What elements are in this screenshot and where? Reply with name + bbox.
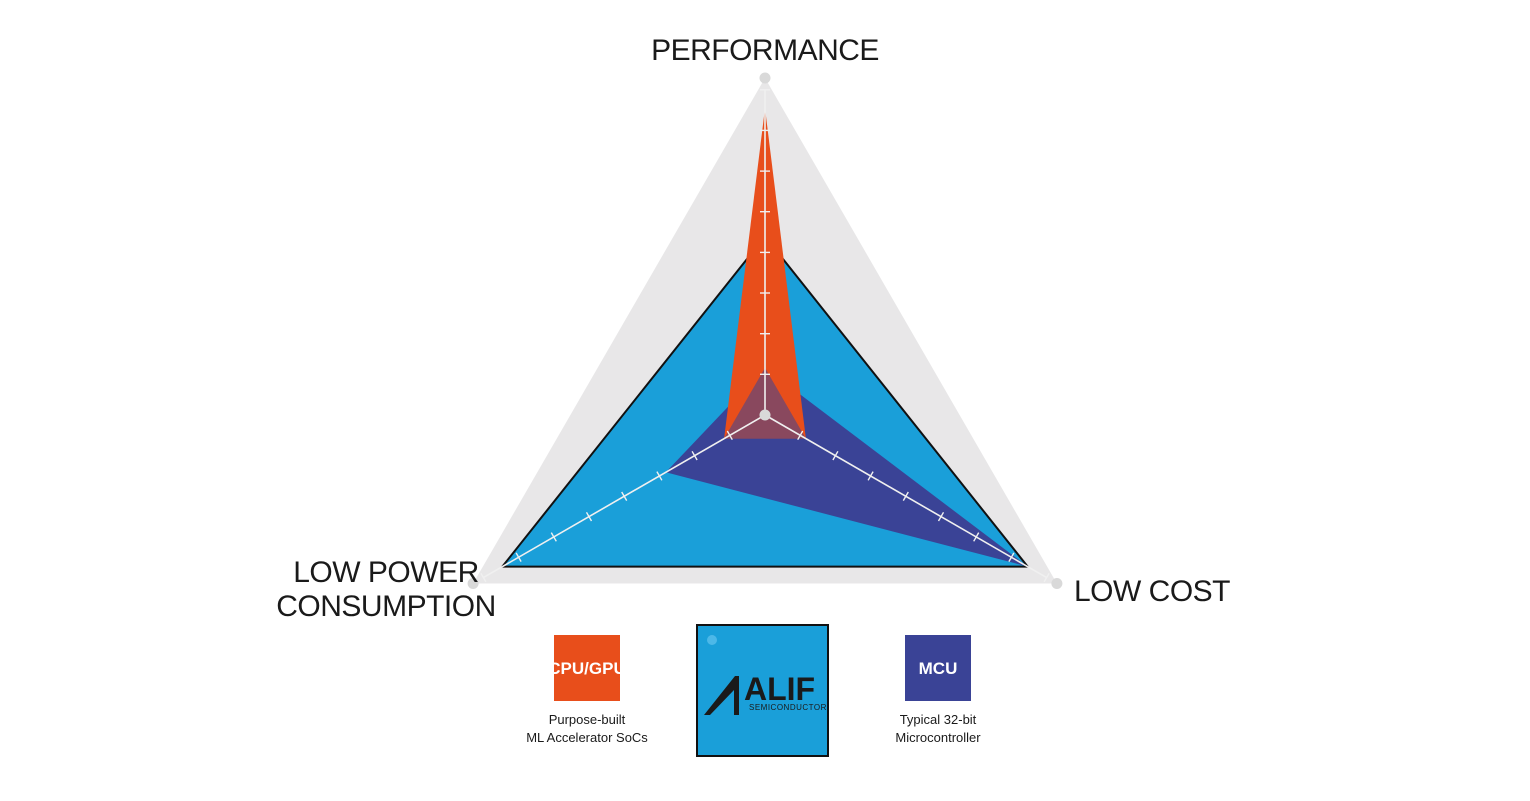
axis-tick-low-power-8 (480, 572, 487, 583)
axis-tick-low-cost-7 (1008, 552, 1015, 562)
axis-tick-low-power-7 (515, 552, 522, 562)
axis-tick-low-power-5 (585, 511, 593, 522)
legend-caption-cpu-gpu-line1: Purpose-built (549, 712, 626, 727)
axis-endpoint-dot-low-power (467, 578, 479, 589)
legend-caption-mcu-line1: Typical 32-bit (900, 712, 977, 727)
legend-item-mcu: MCU Typical 32-bit Microcontroller (895, 635, 981, 745)
axis-label-low-cost: LOW COST (1074, 575, 1230, 608)
axis-tick-low-cost-5 (937, 511, 945, 522)
axis-tick-low-cost-4 (902, 491, 909, 501)
axis-tick-low-power-2 (691, 450, 698, 461)
alif-logo-subtext: SEMICONDUCTOR (749, 703, 827, 712)
axis-label-low-power-line2: CONSUMPTION (276, 590, 496, 623)
axis-tick-low-power-1 (726, 430, 733, 441)
legend-swatch-label-mcu: MCU (919, 659, 958, 678)
axis-tick-low-power-6 (550, 532, 557, 542)
axis-tick-low-power-3 (656, 471, 663, 481)
axis-tick-low-power-4 (621, 491, 628, 501)
axis-ticks (480, 89, 1050, 583)
axis-tick-low-cost-8 (1043, 572, 1050, 583)
axis-label-low-power-line1: LOW POWER (293, 556, 479, 589)
legend-caption-cpu-gpu-line2: ML Accelerator SoCs (526, 730, 648, 745)
legend-caption-mcu-line2: Microcontroller (895, 730, 981, 745)
axis-endpoint-dot-performance (759, 72, 771, 84)
legend-swatch-mcu (905, 635, 971, 701)
radar-center-dot (759, 409, 771, 421)
alif-logo-mark-icon (704, 676, 739, 715)
axis-tick-low-cost-2 (832, 450, 839, 461)
alif-logo-wordmark: ALIF (744, 671, 815, 707)
axis-endpoint-dots (467, 72, 1063, 589)
legend-swatch-label-cpu-gpu: CPU/GPU (548, 659, 625, 678)
axis-tick-low-cost-1 (797, 430, 804, 441)
legend-item-cpu-gpu: CPU/GPU Purpose-built ML Accelerator SoC… (526, 635, 648, 745)
logo-dot-icon (707, 635, 717, 645)
axis-tick-low-cost-6 (973, 532, 980, 542)
legend-swatch-cpu-gpu (554, 635, 620, 701)
axis-endpoint-dot-low-cost (1051, 578, 1063, 589)
legend-item-alif: ALIF SEMICONDUCTOR (696, 624, 829, 757)
legend-swatch-alif (696, 624, 829, 757)
axis-tick-low-cost-3 (867, 471, 874, 481)
axis-label-performance: PERFORMANCE (651, 34, 879, 67)
